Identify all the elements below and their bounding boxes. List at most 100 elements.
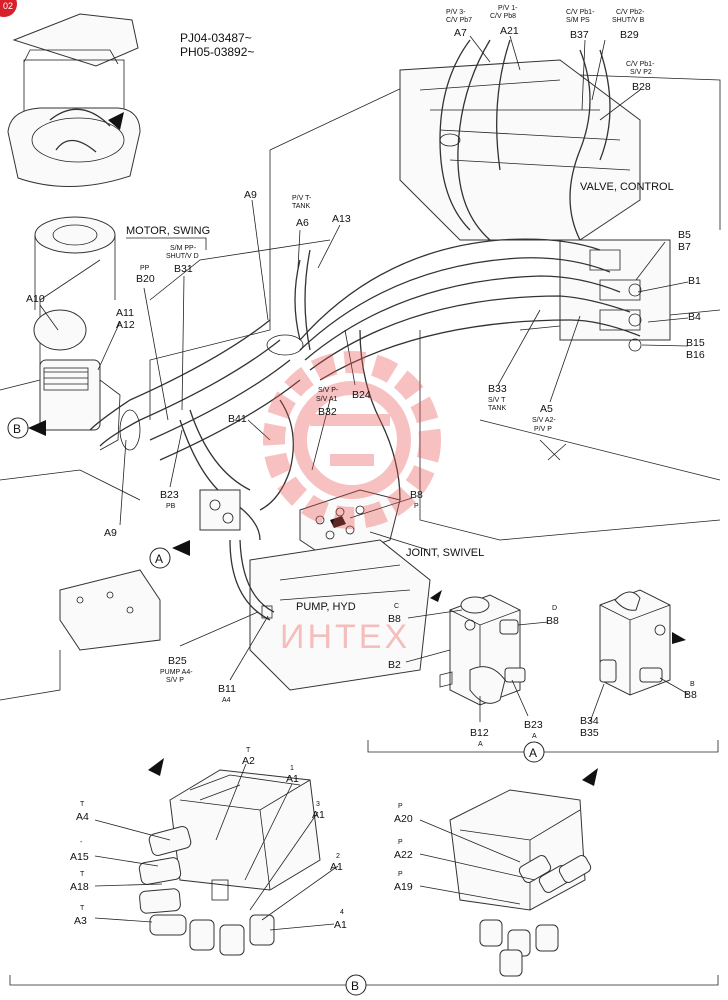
svg-text:B11: B11 bbox=[218, 683, 236, 695]
callout-b4: B4 bbox=[688, 311, 701, 323]
svg-text:B12: B12 bbox=[470, 727, 489, 739]
svg-text:C/V Pb1-: C/V Pb1- bbox=[566, 9, 595, 16]
callout-b8-d: D B8 bbox=[546, 605, 559, 627]
svg-text:A4: A4 bbox=[222, 697, 231, 704]
callout-b32: S/V P- S/V A1 B32 bbox=[316, 387, 339, 418]
detail-a-block-left bbox=[439, 594, 526, 706]
callout-a19: P A19 bbox=[394, 871, 413, 893]
svg-text:2: 2 bbox=[336, 853, 340, 860]
svg-text:B31: B31 bbox=[174, 263, 193, 275]
callout-b8-top: B8 P bbox=[410, 489, 423, 510]
callout-b16: B16 bbox=[686, 349, 705, 361]
svg-text:SHUT/V B: SHUT/V B bbox=[612, 17, 645, 24]
callout-b15: B15 bbox=[686, 337, 705, 349]
svg-text:S/V T: S/V T bbox=[488, 397, 506, 404]
svg-text:B: B bbox=[351, 979, 359, 993]
svg-text:S/V P2: S/V P2 bbox=[630, 69, 652, 76]
callout-b25: B25 PUMP A4- S/V P bbox=[160, 655, 193, 684]
svg-text:A5: A5 bbox=[540, 403, 553, 415]
callout-b35: B35 bbox=[580, 727, 599, 739]
callout-b8-b: B B8 bbox=[684, 681, 697, 701]
corner-badge: 02 bbox=[0, 0, 17, 17]
svg-text:C: C bbox=[394, 603, 399, 610]
callout-b7: B7 bbox=[678, 241, 691, 253]
control-valve bbox=[399, 59, 671, 352]
svg-text:A22: A22 bbox=[394, 849, 413, 861]
callout-b20: PP B20 bbox=[136, 265, 155, 285]
svg-text:S/M PS: S/M PS bbox=[566, 17, 590, 24]
svg-text:C/V Pb7: C/V Pb7 bbox=[446, 17, 472, 24]
svg-text:A1: A1 bbox=[330, 861, 343, 873]
callout-a1-3: 3 A1 bbox=[312, 801, 325, 821]
svg-text:PP: PP bbox=[140, 265, 150, 272]
direction-arrow-icon bbox=[148, 758, 164, 776]
machine-frame bbox=[0, 69, 721, 701]
callout-b23-a: B23 A bbox=[524, 719, 543, 740]
callout-a6: P/V T- TANK A6 bbox=[292, 195, 312, 229]
callout-a5: A5 S/V A2- P/V P bbox=[532, 403, 556, 433]
callout-b2: B2 bbox=[388, 659, 401, 671]
callout-a13: A13 bbox=[332, 213, 351, 225]
callout-b28: C/V Pb1- S/V P2 B28 bbox=[626, 61, 655, 93]
callout-a1-4: 4 A1 bbox=[334, 909, 347, 931]
callout-a3: T A3 bbox=[74, 905, 87, 927]
svg-text:A4: A4 bbox=[76, 811, 89, 823]
svg-text:TANK: TANK bbox=[292, 203, 310, 210]
view-marker-b-detail: B bbox=[345, 974, 367, 996]
pump-hyd-label: PUMP, HYD bbox=[296, 601, 356, 613]
svg-text:P/V 1-: P/V 1- bbox=[498, 5, 518, 12]
callout-a12: A12 bbox=[116, 319, 135, 331]
svg-text:A1: A1 bbox=[312, 809, 325, 821]
svg-text:02: 02 bbox=[3, 1, 13, 11]
svg-text:B23: B23 bbox=[524, 719, 543, 731]
leader-lines bbox=[39, 35, 689, 931]
callout-b5: B5 bbox=[678, 229, 691, 241]
svg-text:S/V P: S/V P bbox=[166, 677, 184, 684]
svg-text:B28: B28 bbox=[632, 81, 651, 93]
callout-a1-2: 2 A1 bbox=[330, 853, 343, 873]
callout-a18: T A18 bbox=[70, 871, 89, 893]
callout-a22: P A22 bbox=[394, 839, 413, 861]
svg-text:4: 4 bbox=[340, 909, 344, 916]
svg-text:A3: A3 bbox=[74, 915, 87, 927]
svg-text:T: T bbox=[246, 747, 251, 754]
svg-text:T: T bbox=[80, 801, 85, 808]
svg-text:B8: B8 bbox=[388, 613, 401, 625]
direction-arrow-icon bbox=[430, 590, 442, 602]
svg-text:A: A bbox=[532, 733, 537, 740]
svg-text:A: A bbox=[155, 552, 163, 566]
svg-text:A20: A20 bbox=[394, 813, 413, 825]
svg-text:A6: A6 bbox=[296, 217, 309, 229]
callout-b11: B11 A4 bbox=[218, 683, 236, 704]
svg-text:B33: B33 bbox=[488, 383, 507, 395]
svg-text:P: P bbox=[398, 803, 403, 810]
svg-text:ИНТЕХ: ИНТЕХ bbox=[280, 618, 410, 656]
callout-a9-top: A9 bbox=[244, 189, 257, 201]
callout-a4: T A4 bbox=[76, 801, 89, 823]
svg-text:A15: A15 bbox=[70, 851, 89, 863]
svg-text:-: - bbox=[80, 839, 83, 846]
detail-a-block-right bbox=[599, 589, 671, 696]
svg-text:PUMP A4-: PUMP A4- bbox=[160, 669, 193, 676]
detail-b-pilot-valve-right bbox=[449, 789, 592, 977]
svg-text:S/V A2-: S/V A2- bbox=[532, 417, 556, 424]
svg-text:A: A bbox=[478, 741, 483, 748]
svg-text:TANK: TANK bbox=[488, 405, 506, 412]
hydraulic-pump bbox=[229, 539, 431, 691]
direction-arrow-icon bbox=[582, 768, 598, 786]
callout-a15: - A15 bbox=[70, 839, 89, 863]
view-marker-a-detail: A bbox=[523, 741, 545, 763]
svg-text:A2: A2 bbox=[242, 755, 255, 767]
svg-text:B8: B8 bbox=[684, 689, 697, 701]
svg-text:A21: A21 bbox=[500, 25, 519, 37]
callout-b33: B33 S/V T TANK bbox=[488, 383, 507, 412]
callout-b12: B12 A bbox=[470, 727, 489, 748]
serial-range-1: PJ04-03487~ bbox=[180, 31, 252, 45]
view-b-arrow-icon bbox=[28, 420, 46, 436]
svg-text:C/V Pb8: C/V Pb8 bbox=[490, 13, 516, 20]
svg-text:1: 1 bbox=[290, 765, 294, 772]
svg-text:B29: B29 bbox=[620, 29, 639, 41]
watermark-logo: ИНТЕХ bbox=[263, 351, 441, 656]
svg-text:B8: B8 bbox=[410, 489, 423, 501]
